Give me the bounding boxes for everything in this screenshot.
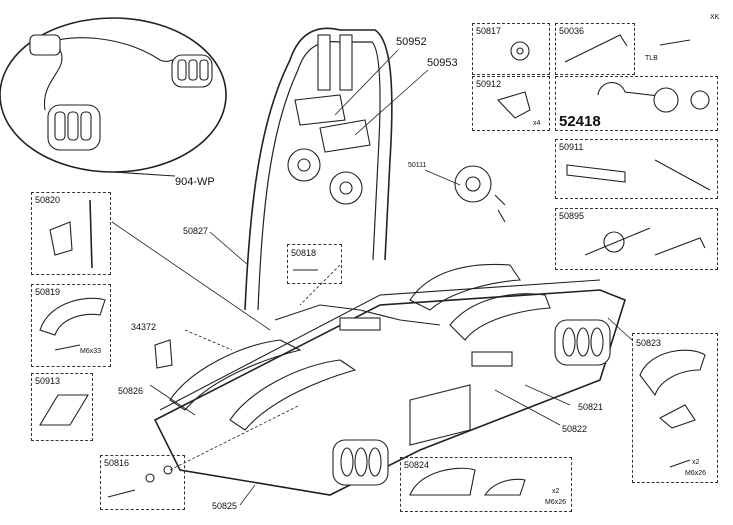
label-50817: 50817	[476, 26, 502, 36]
box-50895	[555, 208, 718, 270]
leader-lines	[111, 49, 633, 506]
box-50816	[100, 455, 185, 510]
box-50819	[31, 284, 111, 367]
box-50913	[31, 373, 93, 441]
label-50895: 50895	[559, 211, 585, 221]
box-50817	[472, 23, 550, 75]
label-50036: 50036	[559, 26, 585, 36]
box-50911	[555, 139, 718, 199]
label-50821: 50821	[578, 402, 604, 412]
label-34372: 34372	[131, 322, 157, 332]
note-50819: M6x33	[80, 348, 102, 355]
label-50827: 50827	[183, 226, 209, 236]
label-50825: 50825	[212, 501, 238, 511]
wheel-holders	[294, 34, 371, 153]
right-tail-light	[554, 319, 611, 366]
label-inset-904-wp: 904-WP	[175, 176, 215, 188]
box-50818	[287, 244, 342, 284]
label-50822: 50822	[562, 424, 588, 434]
label-50818: 50818	[291, 248, 317, 258]
label-50111: 50111	[408, 162, 427, 169]
box-52418	[555, 76, 718, 131]
label-50953: 50953	[427, 57, 458, 69]
label-50911: 50911	[559, 142, 584, 152]
label-50913: 50913	[35, 376, 61, 386]
left-tail-light	[332, 439, 389, 486]
label-50823: 50823	[636, 338, 662, 348]
note-50912: x4	[533, 120, 541, 127]
label-50824: 50824	[404, 460, 430, 470]
label-50820: 50820	[35, 195, 61, 205]
note-50824-size: M6x26	[545, 499, 567, 506]
label-xk: XK	[710, 14, 720, 21]
box-50823	[632, 333, 718, 483]
box-50912	[472, 76, 550, 131]
label-50826: 50826	[118, 386, 144, 396]
label-50952: 50952	[396, 36, 427, 48]
box-parts	[39, 34, 711, 498]
box-50824	[400, 457, 572, 512]
label-tlb: TLB	[645, 55, 658, 62]
box-50820	[31, 192, 111, 275]
note-50823-qty: x2	[692, 459, 700, 466]
loose-knobs	[287, 148, 506, 223]
carrier-body	[153, 27, 626, 496]
wiring-inset	[0, 17, 227, 177]
box-50036	[555, 23, 635, 75]
label-50819: 50819	[35, 287, 61, 297]
note-50824-qty: x2	[552, 488, 560, 495]
label-50912: 50912	[476, 79, 502, 89]
label-50816: 50816	[104, 458, 130, 468]
note-50823-size: M6x26	[685, 470, 707, 477]
label-52418: 52418	[559, 113, 601, 130]
